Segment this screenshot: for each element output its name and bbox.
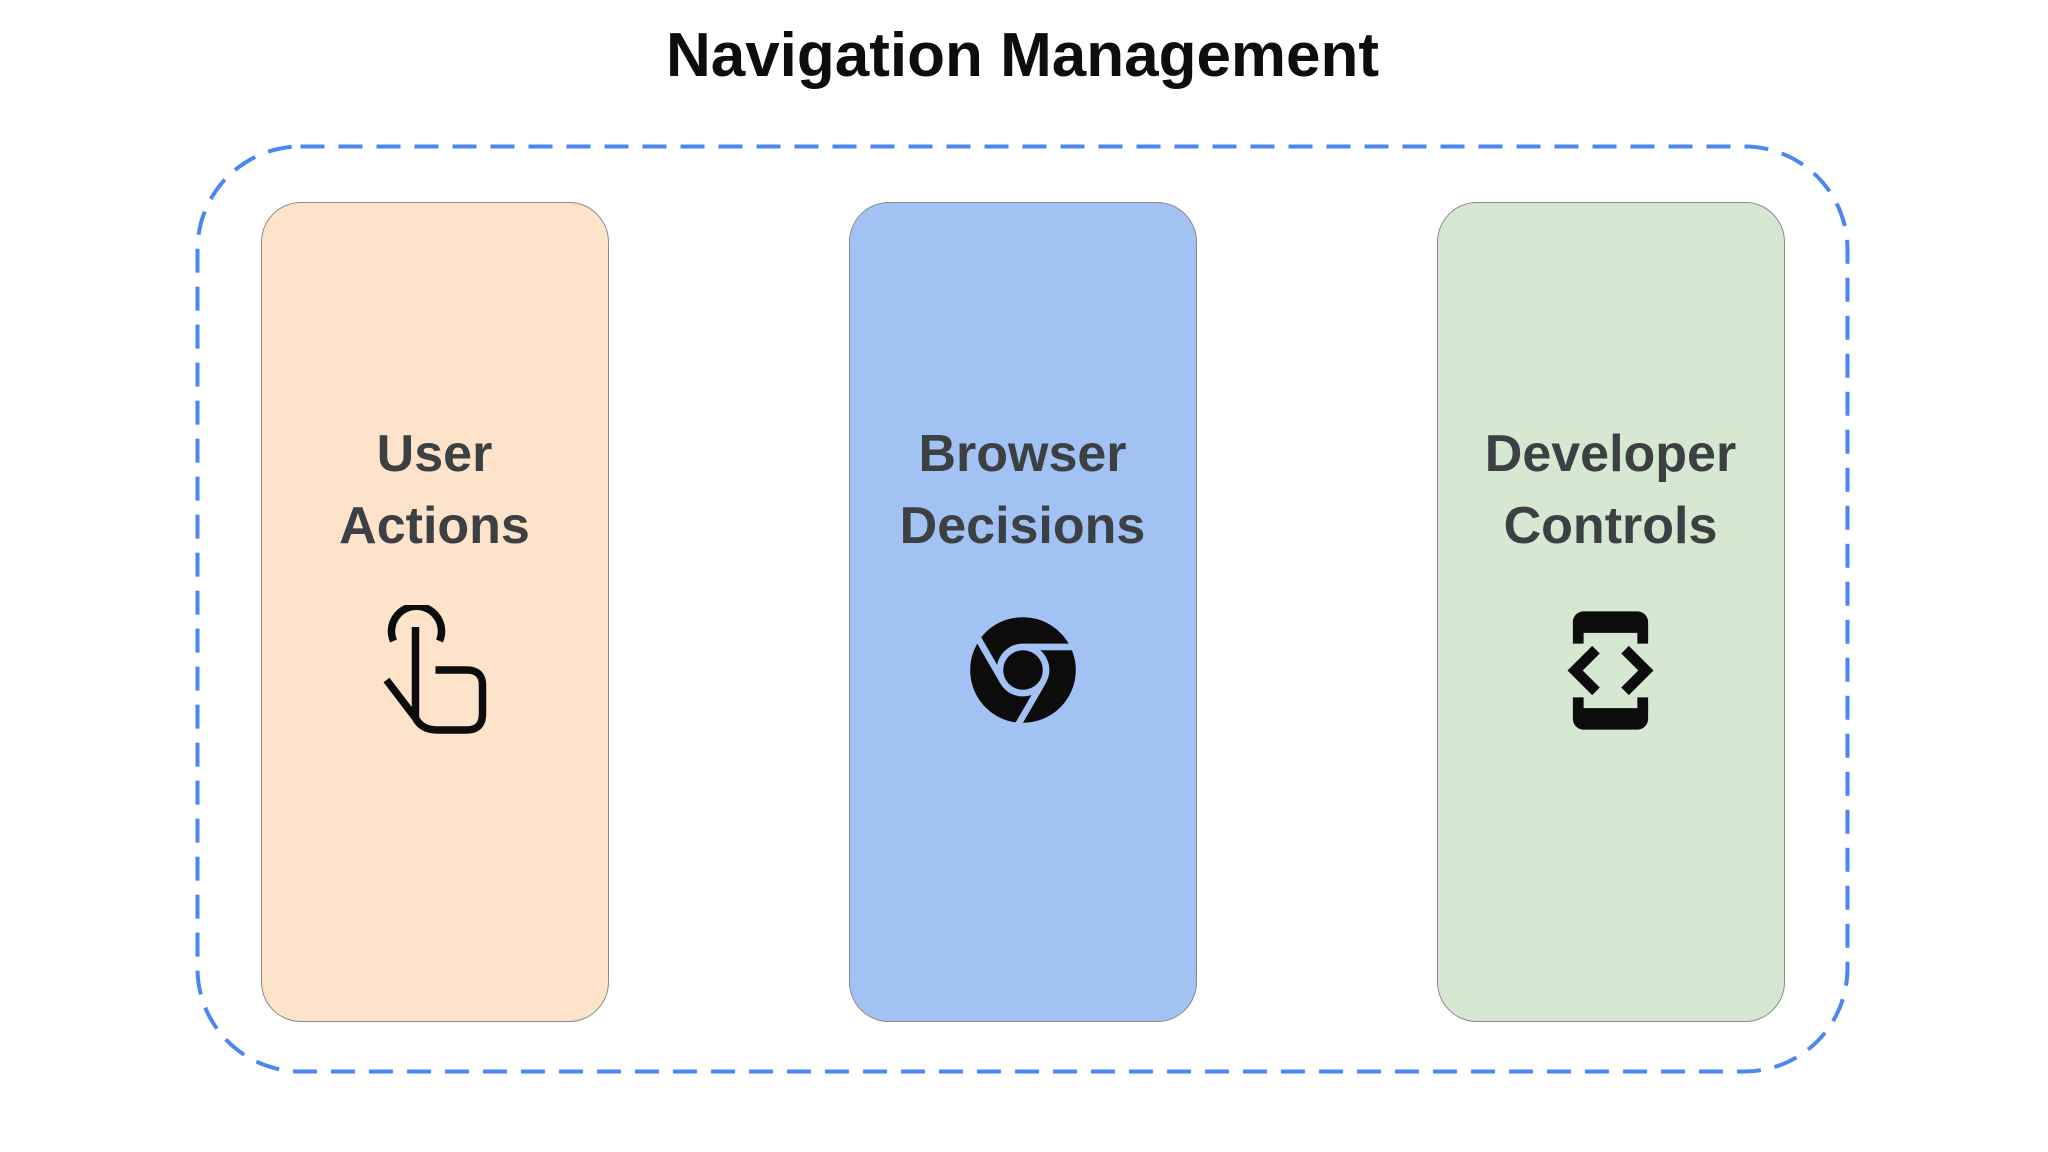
tap-gesture-icon	[380, 604, 490, 736]
card-developer-controls: Developer Controls	[1436, 202, 1785, 1022]
chrome-browser-icon	[957, 604, 1089, 736]
card-label: Developer Controls	[1485, 418, 1736, 562]
dashed-border	[195, 144, 1850, 1074]
developer-mode-icon	[1562, 604, 1659, 736]
card-user-actions: User Actions	[260, 202, 609, 1022]
cards-row: User Actions Browser Decisions Developer…	[195, 202, 1850, 1022]
card-label: User Actions	[339, 418, 530, 562]
card-label-line: Actions	[339, 497, 530, 555]
card-label-line: User	[376, 425, 493, 483]
card-browser-decisions: Browser Decisions	[848, 202, 1197, 1022]
card-label-line: Controls	[1503, 497, 1718, 555]
card-label-line: Browser	[918, 425, 1127, 483]
card-label-line: Decisions	[899, 497, 1146, 555]
page-title: Navigation Management	[665, 21, 1380, 90]
dashed-container-frame	[195, 144, 1850, 1074]
card-label-line: Developer	[1484, 425, 1737, 483]
card-label: Browser Decisions	[900, 418, 1146, 562]
